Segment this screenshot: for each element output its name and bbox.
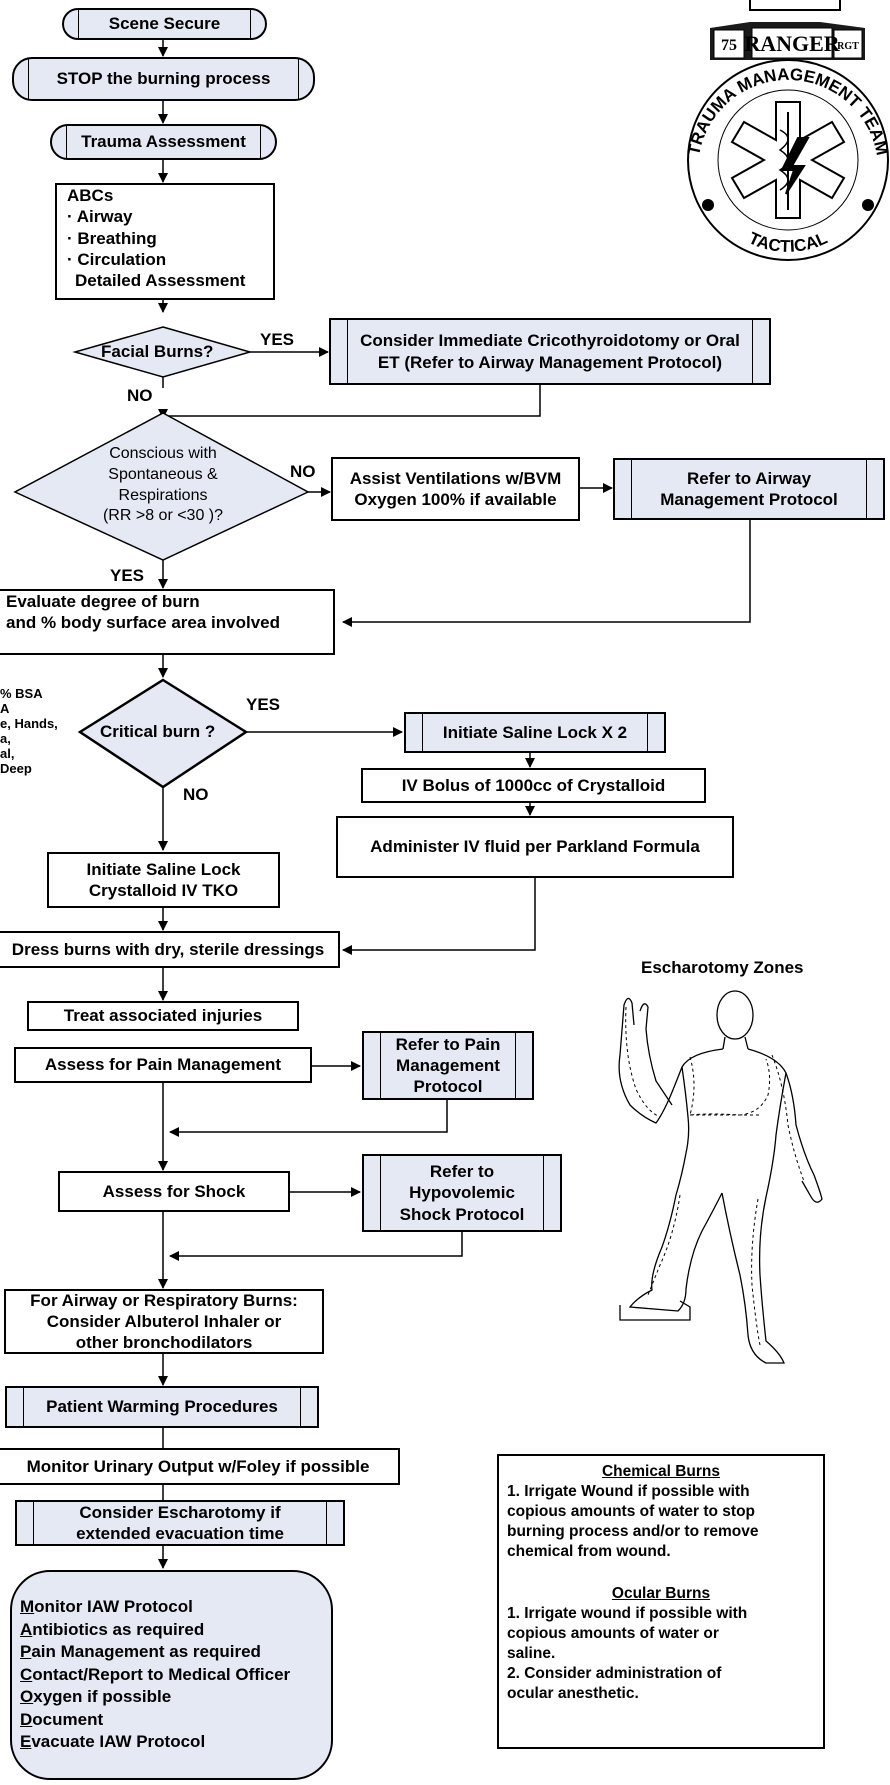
critical-burn-question: Critical burn ? xyxy=(100,722,216,741)
facial-burns-diamond xyxy=(72,326,253,378)
node-trauma-assessment: Trauma Assessment xyxy=(50,124,277,160)
logo-ranger: RANGER xyxy=(744,31,840,56)
node-assist-ventilations: Assist Ventilations w/BVM Oxygen 100% if… xyxy=(331,457,580,521)
node-iv-bolus: IV Bolus of 1000cc of Crystalloid xyxy=(361,768,706,803)
node-warming: Patient Warming Procedures xyxy=(5,1386,319,1428)
no-label: NO xyxy=(183,785,209,804)
burns-notes-box: Chemical Burns 1. Irrigate Wound if poss… xyxy=(497,1454,825,1749)
final-item: Contact/Report to Medical Officer xyxy=(20,1664,291,1684)
node-abcs: ABCs · Airway · Breathing · Circulation … xyxy=(55,183,275,300)
critical-burn-diamond xyxy=(77,678,249,789)
final-item: Evacuate IAW Protocol xyxy=(20,1732,206,1751)
node-airway-burns: For Airway or Respiratory Burns: Conside… xyxy=(4,1289,324,1354)
final-item: Pain Management as required xyxy=(20,1642,261,1661)
node-shock-protocol: Refer to Hypovolemic Shock Protocol xyxy=(362,1154,562,1232)
logo-75: 75 xyxy=(721,37,737,54)
node-cricothyroidotomy: Consider Immediate Cricothyroidotomy or … xyxy=(329,318,771,385)
escharotomy-zones-title: Escharotomy Zones xyxy=(641,958,804,977)
node-saline-lock-tko: Initiate Saline Lock Crystalloid IV TKO xyxy=(47,852,280,908)
logo-rgt: RGT xyxy=(837,41,859,52)
final-item: Document xyxy=(20,1709,104,1729)
final-item: Antibiotics as required xyxy=(20,1619,205,1639)
star-of-life-icon xyxy=(730,101,846,219)
node-saline-lock-x2: Initiate Saline Lock X 2 xyxy=(404,712,666,753)
final-item: Oxygen if possible xyxy=(20,1687,172,1706)
yes-label: YES xyxy=(110,566,145,585)
node-pain-protocol: Refer to Pain Management Protocol xyxy=(362,1031,534,1100)
node-parkland: Administer IV fluid per Parkland Formula xyxy=(336,816,734,878)
node-stop-burning: STOP the burning process xyxy=(12,57,315,101)
facial-burns-question: Facial Burns? xyxy=(101,342,214,361)
conscious-question: Conscious with Spontaneous & Respiration… xyxy=(102,445,224,525)
ocular-burns-title: Ocular Burns xyxy=(611,1585,711,1602)
node-dress-burns: Dress burns with dry, sterile dressings xyxy=(0,931,340,968)
node-associated-injuries: Treat associated injuries xyxy=(27,1001,299,1031)
node-airway-protocol: Refer to Airway Management Protocol xyxy=(613,458,885,520)
node-scene-secure: Scene Secure xyxy=(62,8,267,40)
escharotomy-body-figure xyxy=(618,990,823,1364)
node-pain-assess: Assess for Pain Management xyxy=(14,1047,312,1083)
node-evaluate-burn: Evaluate degree of burn and % body surfa… xyxy=(0,589,335,655)
node-shock-assess: Assess for Shock xyxy=(58,1171,290,1212)
no-label: NO xyxy=(290,462,316,481)
yes-label: YES xyxy=(246,695,281,714)
node-urinary: Monitor Urinary Output w/Foley if possib… xyxy=(0,1448,400,1485)
critical-burn-criteria: % BSA A e, Hands, a, al, Deep xyxy=(0,686,58,776)
ranger-trauma-logo: 75 RANGER RGT TRAUMA MANAGEMENT TEAM TAC… xyxy=(684,0,890,261)
yes-label: YES xyxy=(260,330,295,349)
node-final-checklist: Monitor IAW Protocol Antibiotics as requ… xyxy=(10,1570,333,1780)
node-escharotomy: Consider Escharotomy if extended evacuat… xyxy=(15,1500,345,1546)
conscious-diamond xyxy=(13,412,310,561)
chemical-burns-title: Chemical Burns xyxy=(601,1463,720,1480)
final-item: Monitor IAW Protocol xyxy=(20,1597,193,1616)
no-label: NO xyxy=(127,386,153,405)
